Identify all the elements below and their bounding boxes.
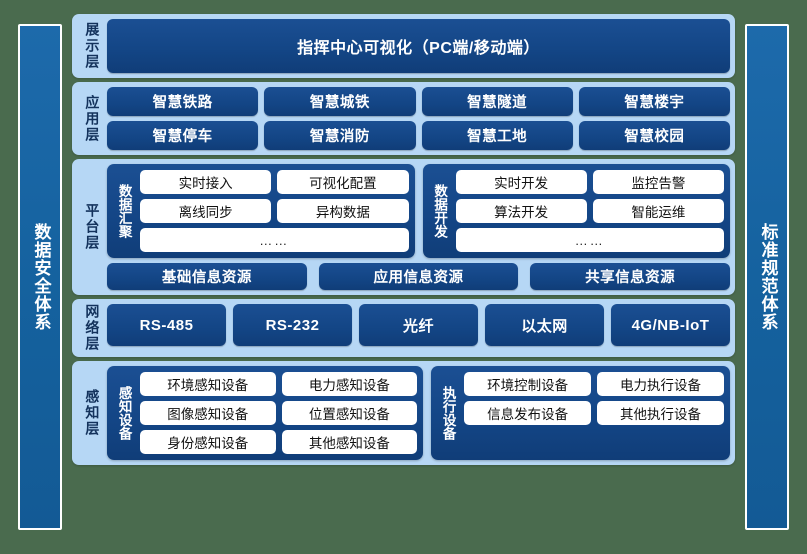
app-box-smart-parking[interactable]: 智慧停车 — [107, 121, 259, 150]
right-pillar-label: 标准规范体系 — [758, 223, 778, 331]
wbox-heterogeneous-data[interactable]: 异构数据 — [277, 199, 409, 223]
layer-application: 应用层 智慧铁路 智慧城铁 智慧隧道 智慧楼宇 智慧停车 智慧消防 智慧工地 智… — [72, 82, 735, 155]
wbox-visual-config[interactable]: 可视化配置 — [277, 170, 409, 194]
layer-application-label: 应用层 — [84, 94, 101, 143]
group-label-actuator-devices: 执行设备 — [440, 386, 456, 440]
wbox-identity-sensor[interactable]: 身份感知设备 — [140, 430, 276, 454]
app-box-smart-construction[interactable]: 智慧工地 — [421, 121, 573, 150]
application-row-1: 智慧铁路 智慧城铁 智慧隧道 智慧楼宇 — [107, 87, 730, 116]
platform-group-data-aggregation: 数据汇聚 实时接入 可视化配置 离线同步 异构数据 …… — [107, 164, 415, 258]
application-row-2: 智慧停车 智慧消防 智慧工地 智慧校园 — [107, 121, 730, 150]
sensing-group-actuator-devices: 执行设备 环境控制设备 电力执行设备 信息发布设备 其他执行设备 — [431, 366, 730, 460]
platform-groups: 数据汇聚 实时接入 可视化配置 离线同步 异构数据 …… — [107, 164, 730, 258]
wbox-environment-sensor[interactable]: 环境感知设备 — [140, 372, 276, 396]
wbox-monitoring-alarm[interactable]: 监控告警 — [592, 170, 724, 194]
app-box-smart-railway[interactable]: 智慧铁路 — [107, 87, 259, 116]
display-command-center-box[interactable]: 指挥中心可视化（PC端/移动端） — [107, 19, 730, 73]
right-pillar-standards: 标准规范体系 — [745, 24, 789, 530]
net-box-fiber[interactable]: 光纤 — [359, 304, 478, 346]
layer-network-label: 网络层 — [84, 304, 101, 352]
wbox-algorithm-development[interactable]: 算法开发 — [455, 199, 587, 223]
net-box-rs485[interactable]: RS-485 — [107, 304, 226, 346]
net-box-ethernet[interactable]: 以太网 — [485, 304, 604, 346]
layer-sensing-label: 感知层 — [84, 389, 101, 437]
layer-network: 网络层 RS-485 RS-232 光纤 以太网 4G/NB-IoT — [72, 299, 735, 357]
platform-resource-row: 基础信息资源 应用信息资源 共享信息资源 — [107, 263, 731, 290]
wbox-info-publish[interactable]: 信息发布设备 — [464, 401, 592, 425]
group-label-data-development: 数据开发 — [432, 184, 448, 238]
app-box-smart-building[interactable]: 智慧楼宇 — [578, 87, 730, 116]
wbox-realtime-development[interactable]: 实时开发 — [455, 170, 587, 194]
layer-platform: 平台层 数据汇聚 实时接入 可视化配置 离线同步 异构数据 — [72, 159, 735, 295]
wbox-aggregation-more[interactable]: …… — [140, 228, 409, 252]
wbox-power-sensor[interactable]: 电力感知设备 — [281, 372, 418, 396]
wbox-intelligent-ops[interactable]: 智能运维 — [592, 199, 724, 223]
wbox-other-actuator[interactable]: 其他执行设备 — [597, 401, 725, 425]
wbox-image-sensor[interactable]: 图像感知设备 — [140, 401, 276, 425]
net-box-4g-nbiot[interactable]: 4G/NB-IoT — [611, 304, 730, 346]
wbox-power-actuator[interactable]: 电力执行设备 — [597, 372, 725, 396]
group-label-sensor-devices: 感知设备 — [116, 386, 132, 440]
resource-box-basic-info[interactable]: 基础信息资源 — [107, 263, 307, 290]
app-box-smart-campus[interactable]: 智慧校园 — [578, 121, 730, 150]
layer-display-label: 展示层 — [84, 22, 101, 70]
layer-stack: 展示层 指挥中心可视化（PC端/移动端） 应用层 智慧铁路 智慧城铁 智慧隧道 … — [72, 14, 735, 540]
sensing-group-sensor-devices: 感知设备 环境感知设备 电力感知设备 图像感知设备 位置感知设备 — [107, 366, 424, 460]
wbox-environment-control[interactable]: 环境控制设备 — [464, 372, 592, 396]
app-box-smart-metro[interactable]: 智慧城铁 — [264, 87, 416, 116]
wbox-realtime-ingest[interactable]: 实时接入 — [140, 170, 272, 194]
layer-platform-label: 平台层 — [84, 203, 101, 251]
wbox-location-sensor[interactable]: 位置感知设备 — [281, 401, 418, 425]
app-box-smart-firefighting[interactable]: 智慧消防 — [264, 121, 416, 150]
network-row: RS-485 RS-232 光纤 以太网 4G/NB-IoT — [107, 304, 730, 346]
wbox-other-sensor[interactable]: 其他感知设备 — [281, 430, 418, 454]
layer-sensing: 感知层 感知设备 环境感知设备 电力感知设备 图像感知设备 位置感知设备 — [72, 361, 735, 465]
group-label-data-aggregation: 数据汇聚 — [116, 184, 132, 238]
wbox-offline-sync[interactable]: 离线同步 — [140, 199, 272, 223]
resource-box-shared-info[interactable]: 共享信息资源 — [530, 263, 731, 290]
left-pillar-data-security: 数据安全体系 — [18, 24, 62, 530]
left-pillar-label: 数据安全体系 — [31, 223, 51, 331]
sensing-groups: 感知设备 环境感知设备 电力感知设备 图像感知设备 位置感知设备 — [107, 366, 730, 460]
platform-group-data-development: 数据开发 实时开发 监控告警 算法开发 智能运维 …… — [422, 164, 730, 258]
app-box-smart-tunnel[interactable]: 智慧隧道 — [421, 87, 573, 116]
resource-box-application-info[interactable]: 应用信息资源 — [318, 263, 519, 290]
net-box-rs232[interactable]: RS-232 — [233, 304, 352, 346]
wbox-development-more[interactable]: …… — [455, 228, 724, 252]
layer-display: 展示层 指挥中心可视化（PC端/移动端） — [72, 14, 735, 78]
